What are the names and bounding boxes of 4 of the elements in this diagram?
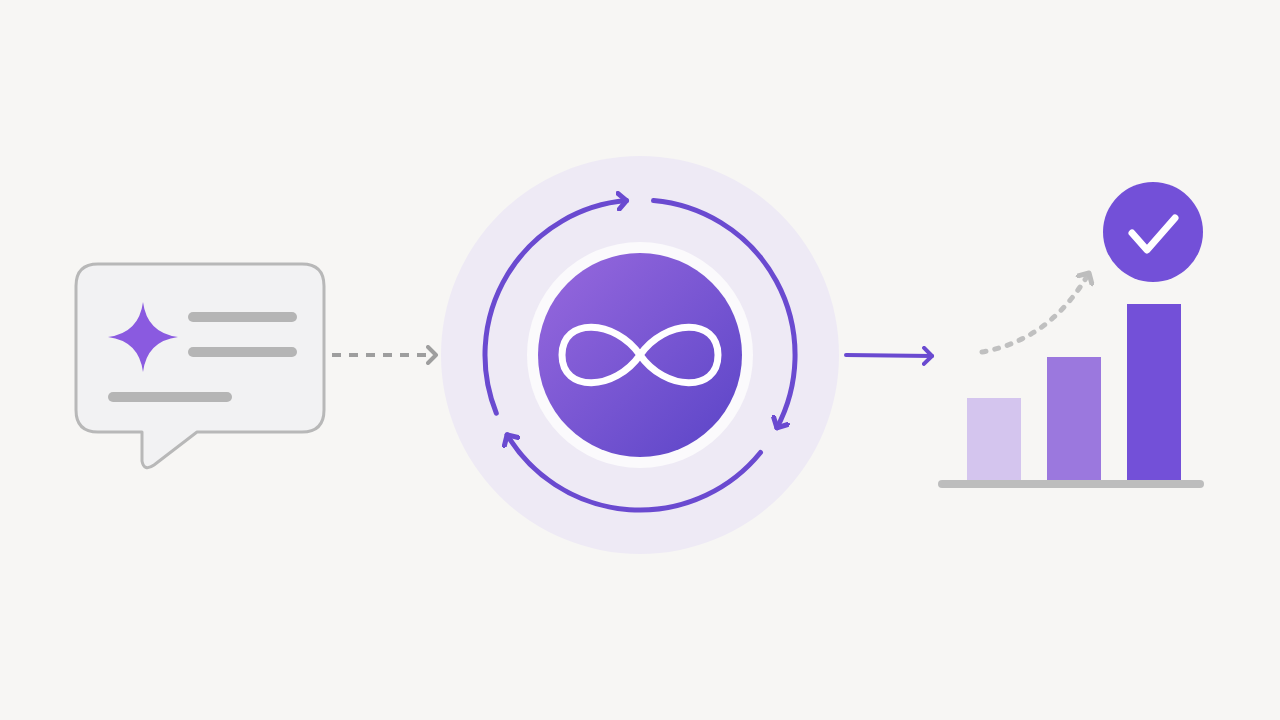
infinity-cycle-illustration (440, 155, 840, 555)
dashed-arrow (332, 345, 438, 365)
speech-bubble-illustration (74, 262, 326, 470)
arrow (844, 345, 934, 366)
